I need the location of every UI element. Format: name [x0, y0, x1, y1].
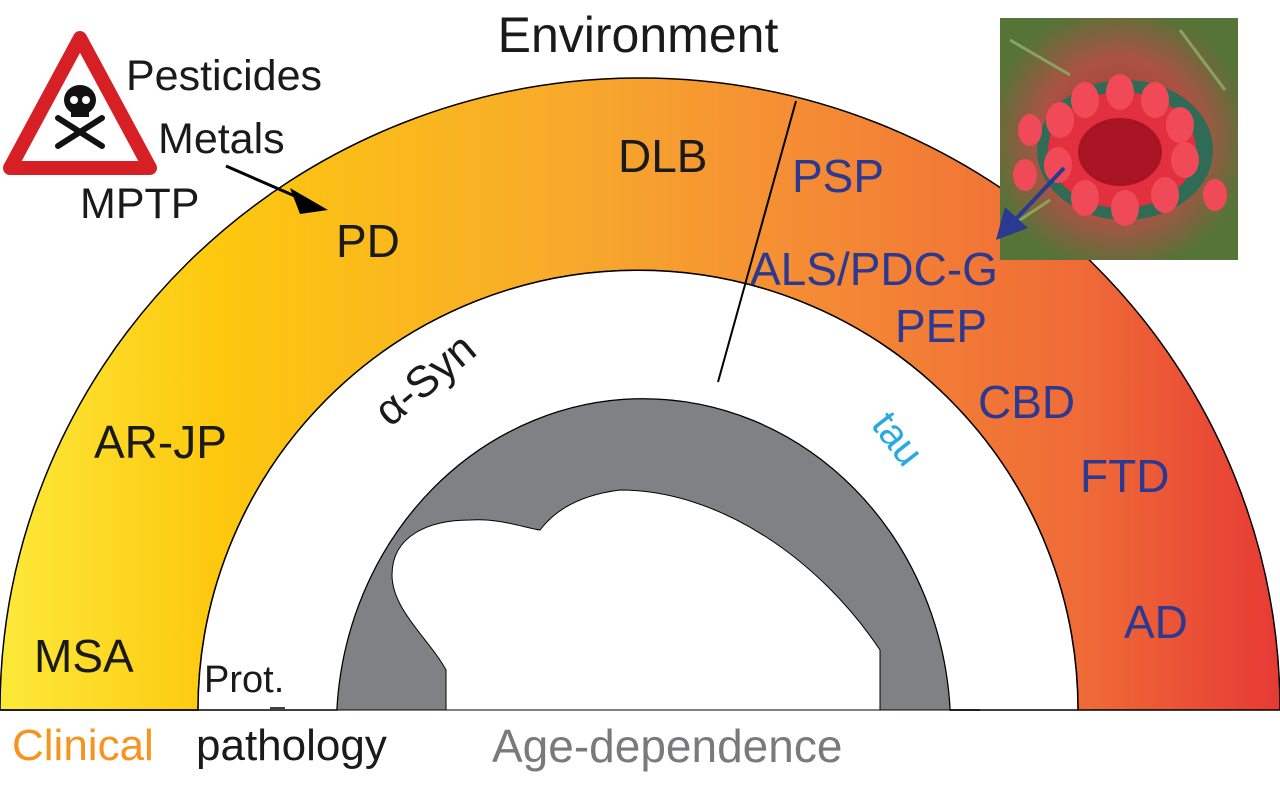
factor-metals: Metals [158, 115, 285, 163]
syn-tau-divider [717, 100, 797, 383]
factor-mptp: MPTP [80, 180, 199, 228]
brain-shape [391, 489, 881, 711]
environment-to-pd-arrow [225, 164, 328, 214]
disease-pd: PD [336, 215, 400, 267]
cycad-to-als-arrow [996, 166, 1066, 240]
bottom-label-clinical: Clinical [12, 721, 154, 770]
bottom-label-pathology: pathology [196, 721, 387, 770]
disease-als-pdc-g: ALS/PDC-G [750, 243, 998, 295]
title-environment: Environment [498, 7, 779, 63]
disease-ftd: FTD [1080, 450, 1169, 502]
disease-ar-jp: AR-JP [94, 416, 227, 468]
disease-cbd: CBD [978, 376, 1075, 428]
disease-msa: MSA [34, 630, 134, 682]
disease-ad: AD [1124, 596, 1188, 648]
disease-pep: PEP [895, 300, 987, 352]
factor-pesticides: Pesticides [126, 52, 322, 100]
disease-psp: PSP [792, 150, 884, 202]
skull-crossbones-warning-icon [3, 31, 157, 175]
disease-dlb: DLB [618, 130, 707, 182]
label-prot: Prot. [204, 659, 284, 701]
cycad-seed-cone-photo [1000, 18, 1238, 260]
bottom-label-age: Age-dependence [492, 720, 842, 772]
